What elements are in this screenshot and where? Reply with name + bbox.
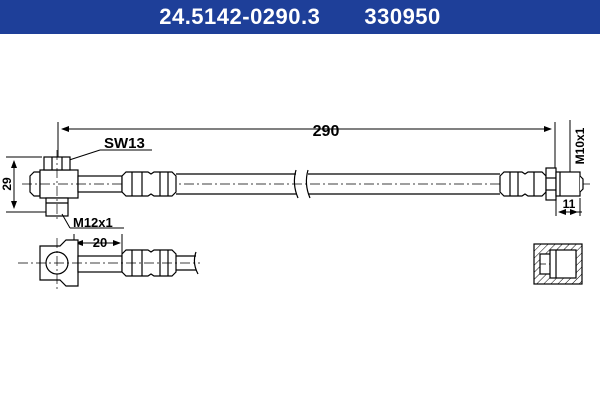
height-label: 29	[0, 177, 14, 191]
reference-number: 330950	[364, 4, 441, 29]
length-dimension	[57, 122, 556, 168]
nut-length-dimension	[555, 198, 582, 216]
hose-ferrule-left	[121, 171, 177, 197]
threaded-fitting-right	[545, 167, 584, 201]
thread-left-leader	[61, 213, 124, 229]
height-dimension	[6, 156, 50, 213]
hose-ferrule-right	[499, 171, 547, 197]
title-bar: 24.5142-0290.3 330950	[0, 0, 600, 34]
section-view-right	[533, 243, 583, 285]
centerline-top-view	[18, 238, 200, 290]
nut-length-label: 11	[563, 197, 576, 211]
thread-left-label: M12x1	[73, 215, 113, 230]
hose-body	[176, 169, 500, 199]
offset-label: 20	[93, 235, 107, 250]
part-number: 24.5142-0290.3	[159, 4, 321, 29]
thread-right-label: M10x1	[573, 127, 587, 164]
length-label: 290	[313, 123, 340, 140]
banjo-fitting-left	[29, 156, 123, 217]
wrench-size-label: SW13	[104, 135, 145, 152]
